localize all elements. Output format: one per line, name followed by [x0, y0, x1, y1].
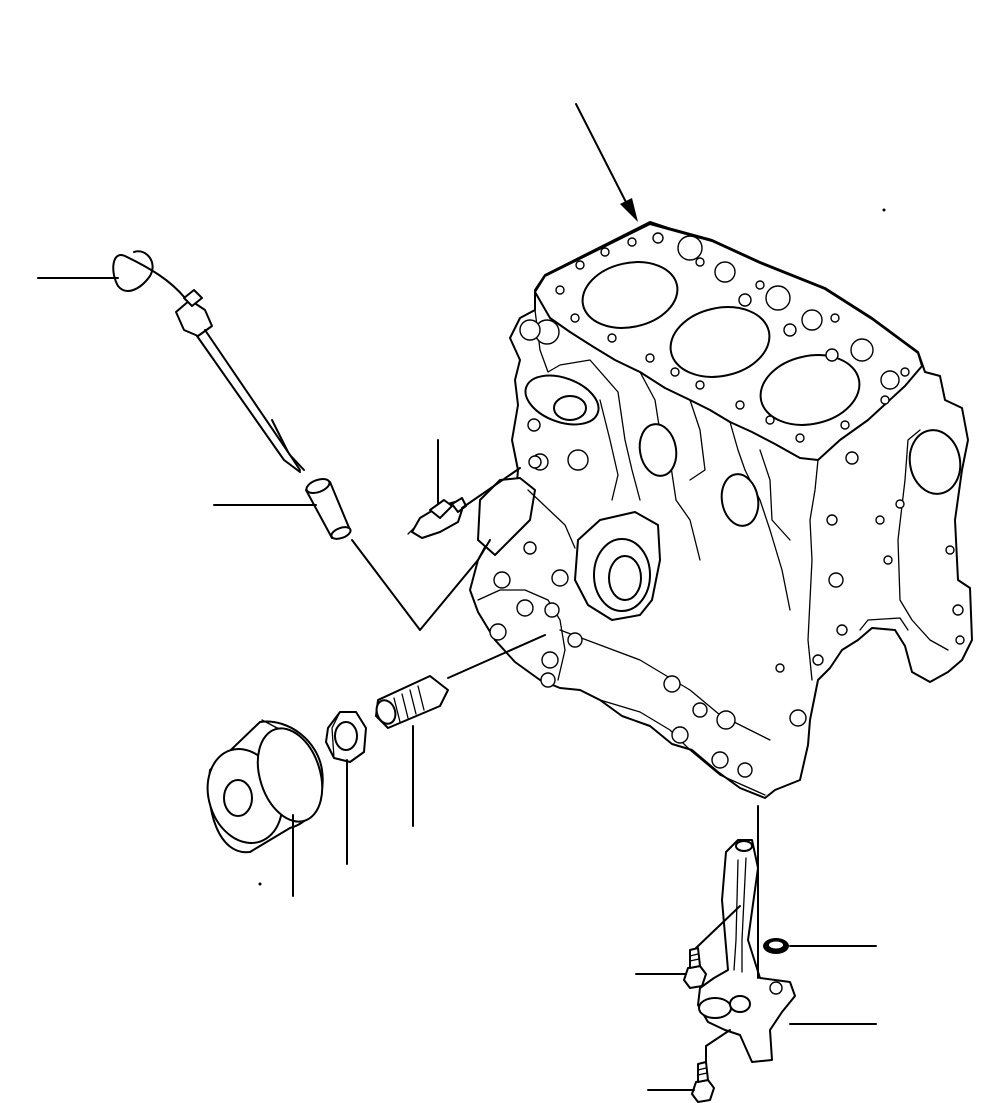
- oil-dipstick: [112, 250, 305, 473]
- lower-bosses: [477, 541, 771, 796]
- stray-mark: [882, 208, 886, 212]
- leader-bolt-to-strainer: [695, 905, 741, 949]
- stray-mark: [258, 882, 262, 886]
- end-plate-holes: [775, 451, 965, 727]
- leader-block-arrow: [575, 103, 631, 211]
- oil-filter-cartridge: [206, 719, 324, 854]
- strainer-bolt-upper: [683, 947, 707, 989]
- oil-filter-stud: [375, 675, 449, 729]
- main-bearing-boss: [574, 511, 661, 621]
- dipstick-guide-tube: [305, 478, 352, 540]
- oil-pressure-switch: [407, 497, 467, 539]
- oil-filter-nut: [325, 711, 367, 763]
- leader-lines: [37, 103, 877, 1091]
- leader-switch-to-block: [461, 467, 521, 509]
- oil-strainer: [697, 839, 796, 1063]
- strainer-bolt-lower: [691, 1061, 715, 1103]
- leader-lowerbolt-to-strainer: [705, 1029, 731, 1063]
- leader-guide-to-block: [351, 539, 491, 631]
- cylinder-block: [469, 221, 973, 799]
- leader-stud-to-block: [447, 634, 546, 679]
- o-ring: [763, 938, 789, 954]
- deck-holes: [555, 232, 910, 443]
